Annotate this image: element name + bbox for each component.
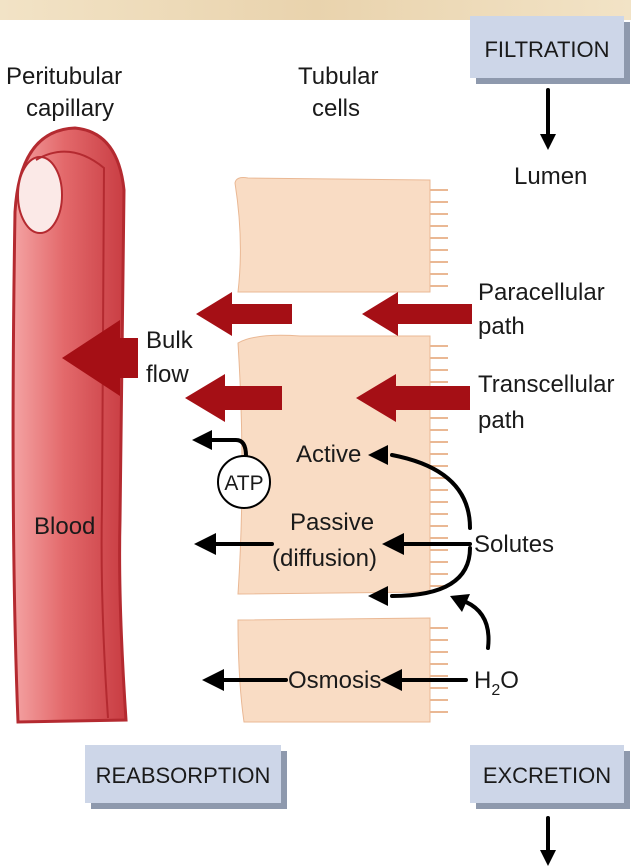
excretion-down-arrowhead [540, 850, 556, 866]
bulk-flow-label-line2: flow [146, 361, 189, 388]
capillary-opening [18, 157, 62, 233]
atp-label: ATP [224, 472, 263, 495]
lumen-label: Lumen [514, 163, 587, 190]
atp-left-arrowhead [192, 430, 212, 450]
h2o-subscript: 2 [491, 682, 500, 699]
h2o-curve [466, 602, 489, 648]
filtration-label: FILTRATION [484, 37, 609, 62]
passive-label-line1: Passive [290, 509, 374, 536]
h2o-h: H [474, 667, 491, 694]
osmosis-left-arrowhead [202, 669, 224, 691]
osmosis-label: Osmosis [288, 667, 381, 694]
paracellular-arrow-right [362, 292, 472, 336]
microvilli-lower [430, 628, 448, 712]
microvilli-middle [430, 346, 448, 586]
blood-label: Blood [34, 513, 95, 540]
peritubular-label-line2: capillary [26, 95, 114, 122]
paracellular-arrow-left [196, 292, 292, 336]
bulk-flow-label-line1: Bulk [146, 327, 194, 354]
peritubular-capillary [13, 128, 126, 722]
solutes-label: Solutes [474, 531, 554, 558]
h2o-label: H2O [474, 667, 519, 699]
paracellular-label-line2: path [478, 313, 525, 340]
tubular-label-line2: cells [312, 95, 360, 122]
passive-label-line2: (diffusion) [272, 545, 377, 572]
peritubular-label-line1: Peritubular [6, 63, 122, 90]
microvilli-upper [430, 190, 448, 286]
atp-left-arrow [210, 440, 246, 456]
passive-left-arrowhead [194, 533, 216, 555]
paracellular-label-line1: Paracellular [478, 279, 605, 306]
excretion-label: EXCRETION [483, 763, 611, 788]
reabsorption-label: REABSORPTION [96, 763, 271, 788]
active-label: Active [296, 441, 361, 468]
tubular-label-line1: Tubular [298, 63, 378, 90]
filtration-down-arrowhead [540, 134, 556, 150]
h2o-o: O [500, 667, 519, 694]
transcellular-label-line2: path [478, 407, 525, 434]
transcellular-label-line1: Transcellular [478, 371, 615, 398]
tubular-cell-upper [235, 178, 430, 292]
